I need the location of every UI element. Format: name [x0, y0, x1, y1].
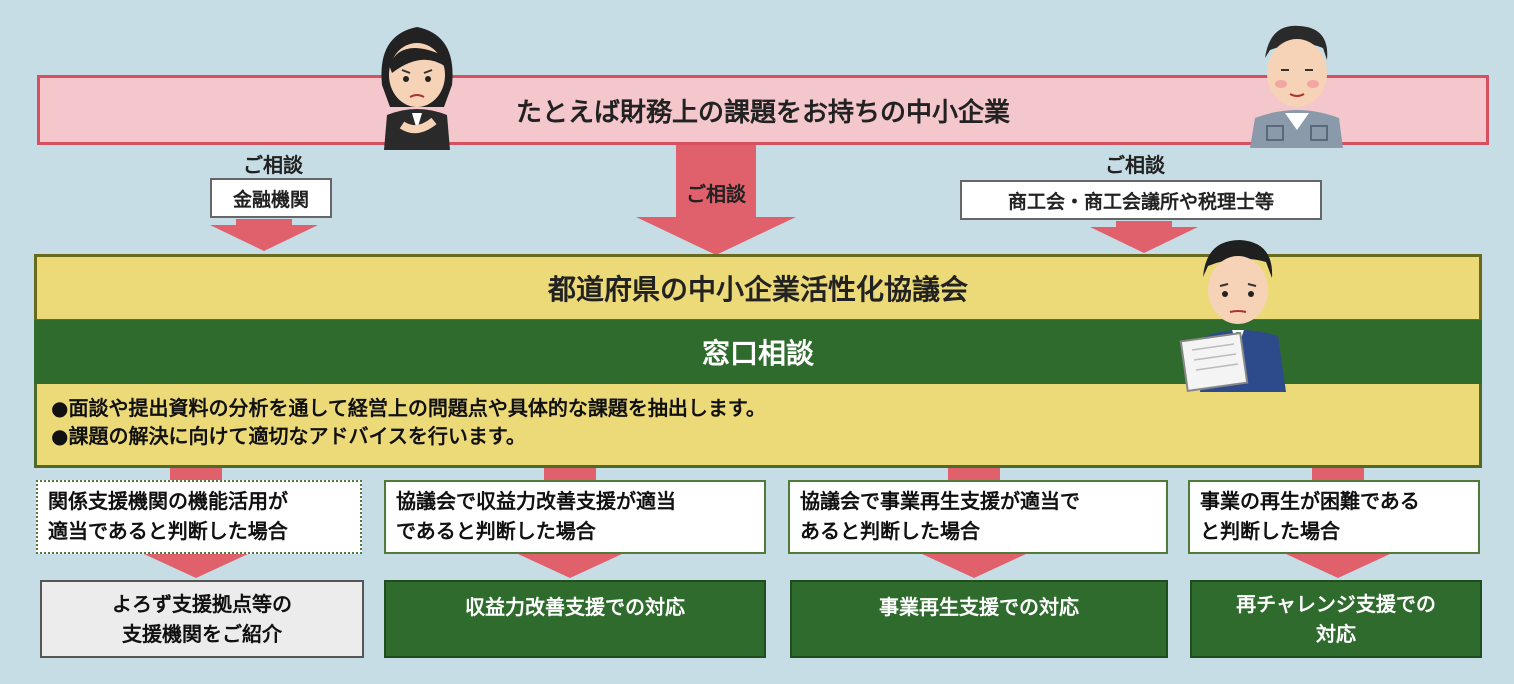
financial-institution-box: 金融機関	[210, 178, 332, 218]
consult-label-center: ご相談	[686, 181, 746, 206]
description-bullet-1: ●面談や提出資料の分析を通して経営上の問題点や具体的な課題を抽出します。	[51, 396, 766, 420]
case-result-2: 収益力改善支援での対応	[384, 580, 766, 658]
case-result-1: よろず支援拠点等の 支援機関をご紹介	[40, 580, 364, 658]
case-condition-2: 協議会で収益力改善支援が適当 であると判断した場合	[384, 480, 766, 554]
arrow-left-down	[210, 219, 318, 251]
arrow-result-3	[922, 554, 1026, 578]
arrow-case-1	[170, 468, 222, 482]
counter-description: ●面談や提出資料の分析を通して経営上の問題点や具体的な課題を抽出します。 ●課題…	[34, 384, 1482, 468]
case-condition-1: 関係支援機関の機能活用が 適当であると判断した場合	[36, 480, 362, 554]
arrow-right-down	[1090, 221, 1198, 253]
consult-label-right: ご相談	[1105, 152, 1165, 177]
case-result-3-line-1: 事業再生支援での対応	[879, 595, 1079, 619]
case-result-4-line-2: 対応	[1316, 622, 1356, 646]
sme-title: たとえば財務上の課題をお持ちの中小企業	[515, 97, 1010, 128]
arrow-result-1	[144, 554, 248, 578]
case-result-4: 再チャレンジ支援での 対応	[1190, 580, 1482, 658]
financial-institution-label: 金融機関	[232, 188, 309, 211]
arrow-case-2	[544, 468, 596, 482]
arrow-result-2	[518, 554, 622, 578]
case-result-2-line-1: 収益力改善支援での対応	[465, 595, 685, 619]
sme-band: たとえば財務上の課題をお持ちの中小企業	[37, 75, 1489, 145]
counter-consult-title: 窓口相談	[701, 337, 814, 370]
case-condition-1-line-1: 関係支援機関の機能活用が	[48, 489, 288, 513]
case-condition-1-line-2: 適当であると判断した場合	[48, 519, 288, 543]
council-title: 都道府県の中小企業活性化協議会	[547, 273, 968, 306]
case-result-4-line-1: 再チャレンジ支援での	[1236, 592, 1436, 616]
chamber-tax-label: 商工会・商工会議所や税理士等	[1007, 190, 1274, 213]
description-bullet-2: ●課題の解決に向けて適切なアドバイスを行います。	[51, 424, 526, 448]
consult-label-left: ご相談	[243, 152, 303, 177]
elderly-man-icon	[1250, 25, 1343, 148]
case-condition-2-line-2: であると判断した場合	[396, 519, 596, 543]
case-condition-3: 協議会で事業再生支援が適当で あると判断した場合	[788, 480, 1168, 554]
arrow-case-4	[1312, 468, 1364, 482]
case-result-1-line-2: 支援機関をご紹介	[122, 622, 282, 646]
case-condition-3-line-2: あると判断した場合	[800, 519, 980, 543]
case-result-1-line-1: よろず支援拠点等の	[112, 592, 292, 616]
arrow-case-3	[948, 468, 1000, 482]
case-condition-4-line-1: 事業の再生が困難である	[1200, 489, 1420, 513]
chamber-tax-box: 商工会・商工会議所や税理士等	[960, 180, 1322, 220]
arrow-result-4	[1286, 554, 1390, 578]
arrow-center-down	[636, 145, 796, 255]
case-condition-4: 事業の再生が困難である と判断した場合	[1188, 480, 1480, 554]
case-condition-3-line-1: 協議会で事業再生支援が適当で	[800, 489, 1080, 513]
consultant-man-icon	[1179, 240, 1286, 392]
case-condition-2-line-1: 協議会で収益力改善支援が適当	[396, 489, 676, 513]
woman-worried-icon	[381, 27, 453, 150]
case-result-3: 事業再生支援での対応	[790, 580, 1168, 658]
case-condition-4-line-2: と判断した場合	[1200, 519, 1340, 543]
